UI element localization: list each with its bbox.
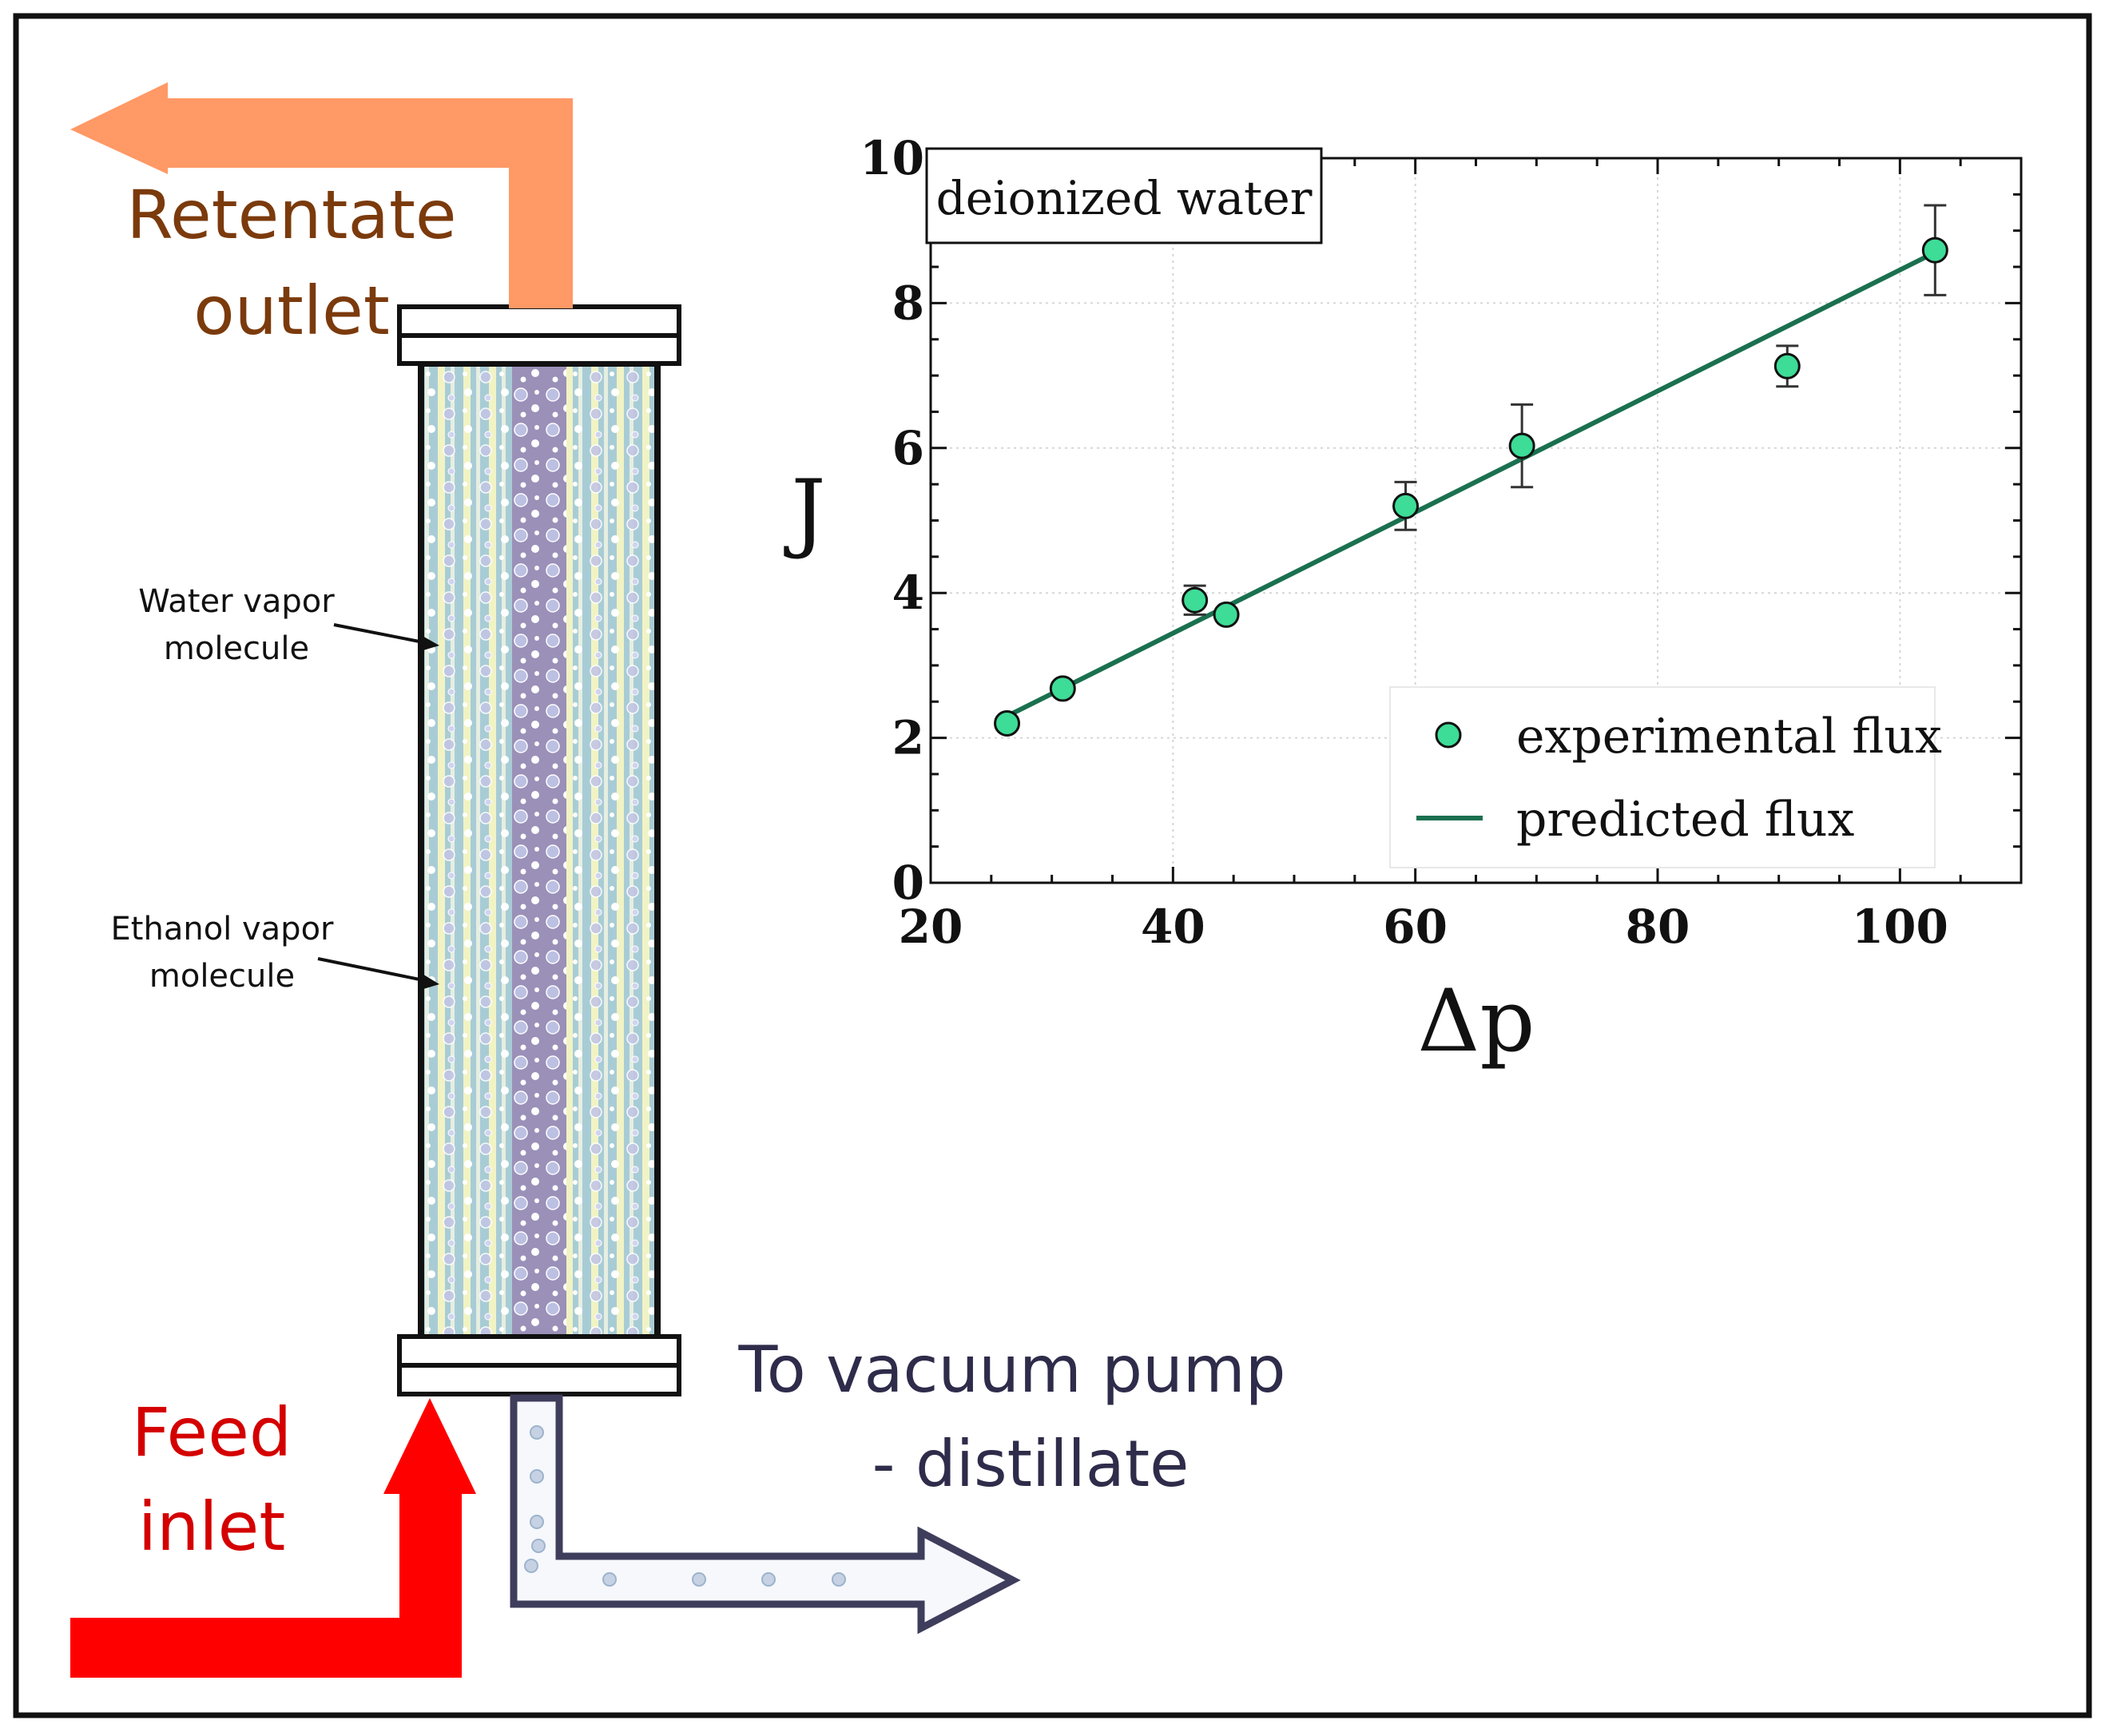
experimental-flux-series [994,204,1948,737]
data-point [1921,236,1948,264]
x-axis-label: Δp [1417,971,1535,1071]
top-flange [397,304,681,366]
data-point [1049,675,1076,702]
bottom-flange [397,1334,681,1396]
ethanol-vapor-label-line1: Ethanol vapor [111,911,335,947]
x-tick-label: 80 [1626,900,1690,954]
data-point [1182,586,1209,614]
y-tick-label: 4 [892,566,924,620]
legend-label-predicted: predicted flux [1516,792,1855,848]
legend-label-experimental: experimental flux [1516,709,1942,765]
x-tick-label: 20 [899,900,963,954]
tick-labels: 20 40 60 80 100 0 2 4 6 8 10 [860,131,1948,954]
vacuum-arrow-icon [510,1394,1021,1635]
x-tick-label: 40 [1141,900,1205,954]
y-tick-label: 2 [892,711,924,765]
retentate-label-line1: Retentate [126,176,456,254]
vacuum-label-line2: - distillate [872,1427,1190,1501]
membrane-module-icon [397,304,681,1396]
retentate-arrow-icon [70,82,573,308]
data-point [1508,432,1535,459]
y-tick-label: 0 [892,856,924,910]
retentate-label-line2: outlet [193,272,390,350]
ethanol-vapor-pointer-icon [317,957,439,991]
water-vapor-label-line1: Water vapor [138,583,335,620]
predicted-flux-line [1006,250,1936,719]
feed-label-line2: inlet [138,1488,286,1566]
water-vapor-label-line2: molecule [164,630,309,667]
x-tick-label: 60 [1383,900,1448,954]
ethanol-vapor-label-line2: molecule [149,958,295,995]
data-point [994,709,1021,737]
legend: experimental flux predicted flux [1389,686,1942,868]
feed-arrow-icon [70,1398,476,1678]
vacuum-label-line1: To vacuum pump [738,1333,1286,1407]
legend-marker-experimental [1435,721,1462,749]
distillate-molecules [524,1425,846,1587]
predicted-flux-series [1006,250,1936,719]
flux-chart: 20 40 60 80 100 0 2 4 6 8 10 deionized water exper… [783,131,2023,1071]
data-point [1773,352,1801,379]
annotation-text: deionized water [936,171,1313,225]
x-tick-label: 100 [1852,900,1948,954]
y-tick-label: 10 [860,131,924,185]
data-point [1213,601,1240,628]
feed-label-line1: Feed [132,1393,292,1472]
y-tick-label: 6 [892,421,924,475]
data-point [1392,492,1420,519]
water-vapor-pointer-icon [333,623,439,652]
y-tick-label: 8 [892,276,924,330]
annotation-box: deionized water [925,147,1323,244]
module-core-molecules [512,363,566,1342]
